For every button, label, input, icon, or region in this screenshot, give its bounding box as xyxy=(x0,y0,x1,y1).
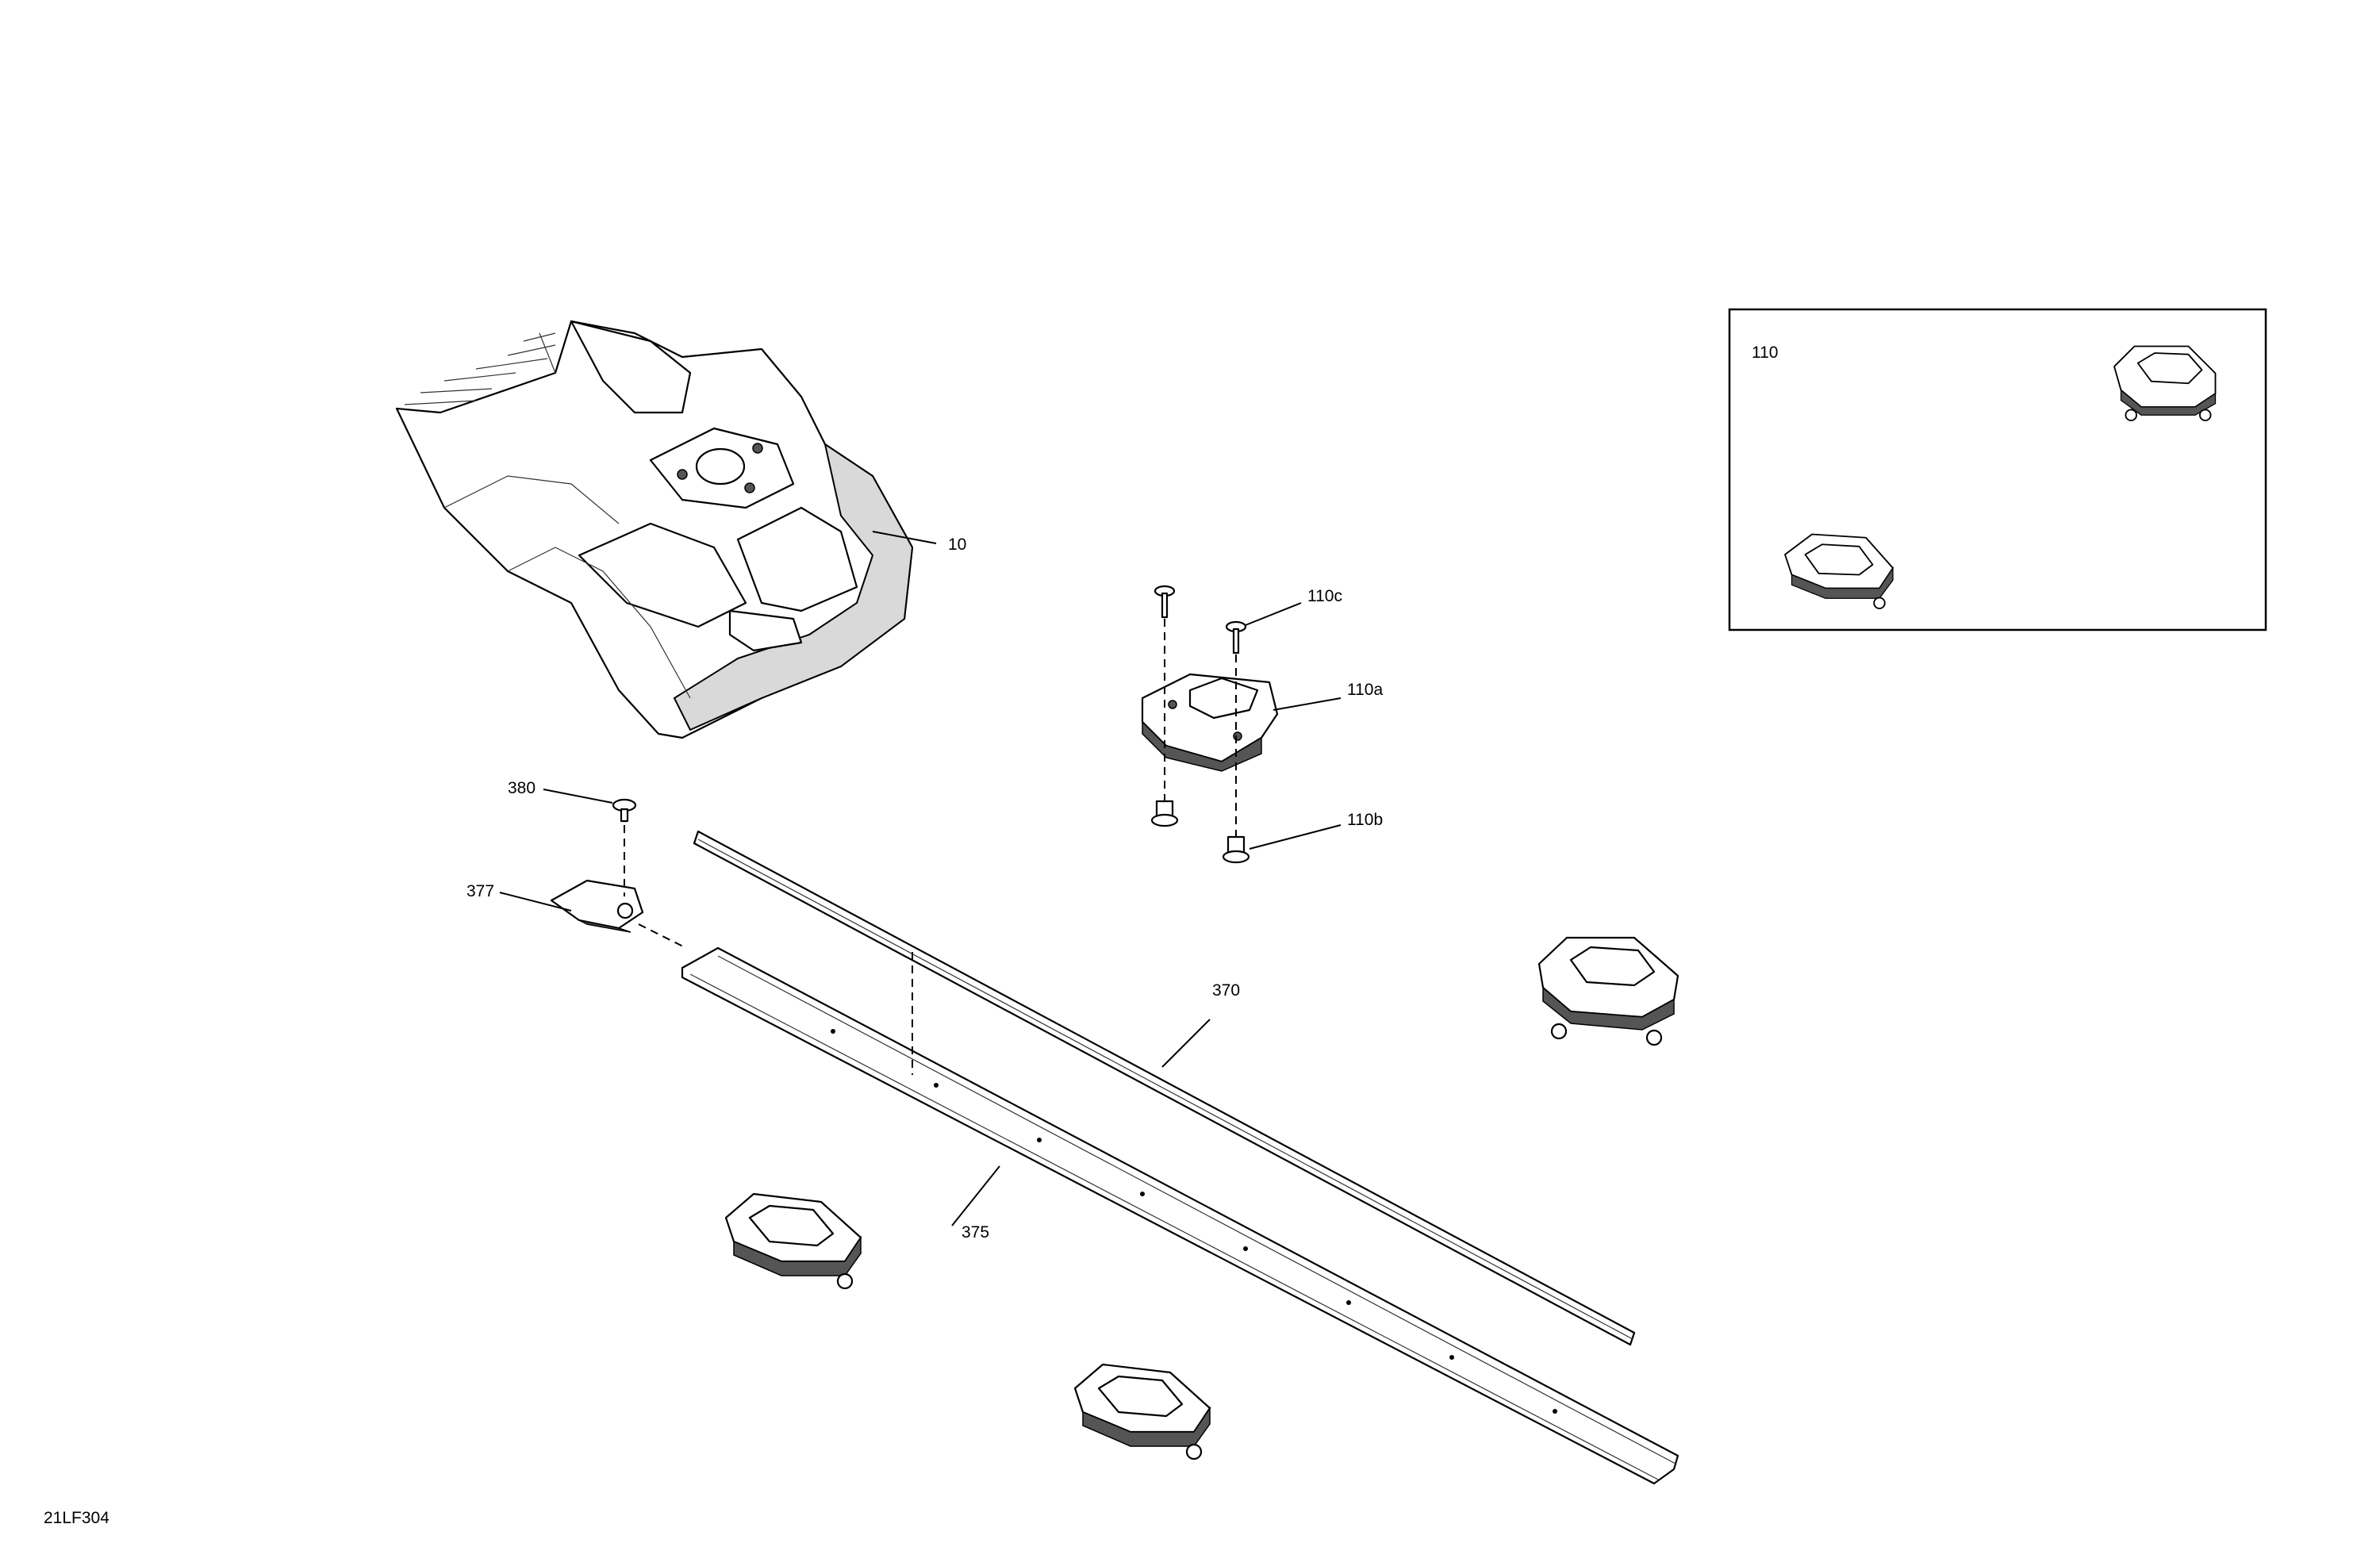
callout-10: 10 xyxy=(948,535,966,554)
nut-part-110b xyxy=(1150,800,1342,864)
foot-part-left xyxy=(724,1192,862,1290)
callout-380: 380 xyxy=(508,779,536,797)
callout-370: 370 xyxy=(1212,981,1240,1000)
detail-box xyxy=(1728,308,2267,631)
kit-110-foot-icon-top xyxy=(2113,345,2217,421)
callout-377: 377 xyxy=(466,882,494,900)
callout-110c: 110c xyxy=(1307,587,1342,605)
foot-part-bottom xyxy=(1073,1363,1211,1460)
figure-code: 21LF304 xyxy=(44,1509,109,1527)
clip-part-377 xyxy=(499,879,644,933)
foot-part-right xyxy=(1537,936,1679,1046)
kit-110-foot-icon-bottom xyxy=(1784,533,1894,609)
foot-holder-part-110a xyxy=(1141,673,1342,772)
callout-110a: 110a xyxy=(1347,681,1383,699)
console-cover-part xyxy=(395,320,937,739)
rail-part-370 xyxy=(693,830,1636,1346)
rivet-part-380 xyxy=(543,789,637,823)
rail-part-375 xyxy=(681,946,1679,1485)
callout-375: 375 xyxy=(962,1223,989,1242)
screw-part-110c xyxy=(1154,585,1302,654)
callout-110: 110 xyxy=(1752,344,1778,362)
callout-110b: 110b xyxy=(1347,811,1383,829)
